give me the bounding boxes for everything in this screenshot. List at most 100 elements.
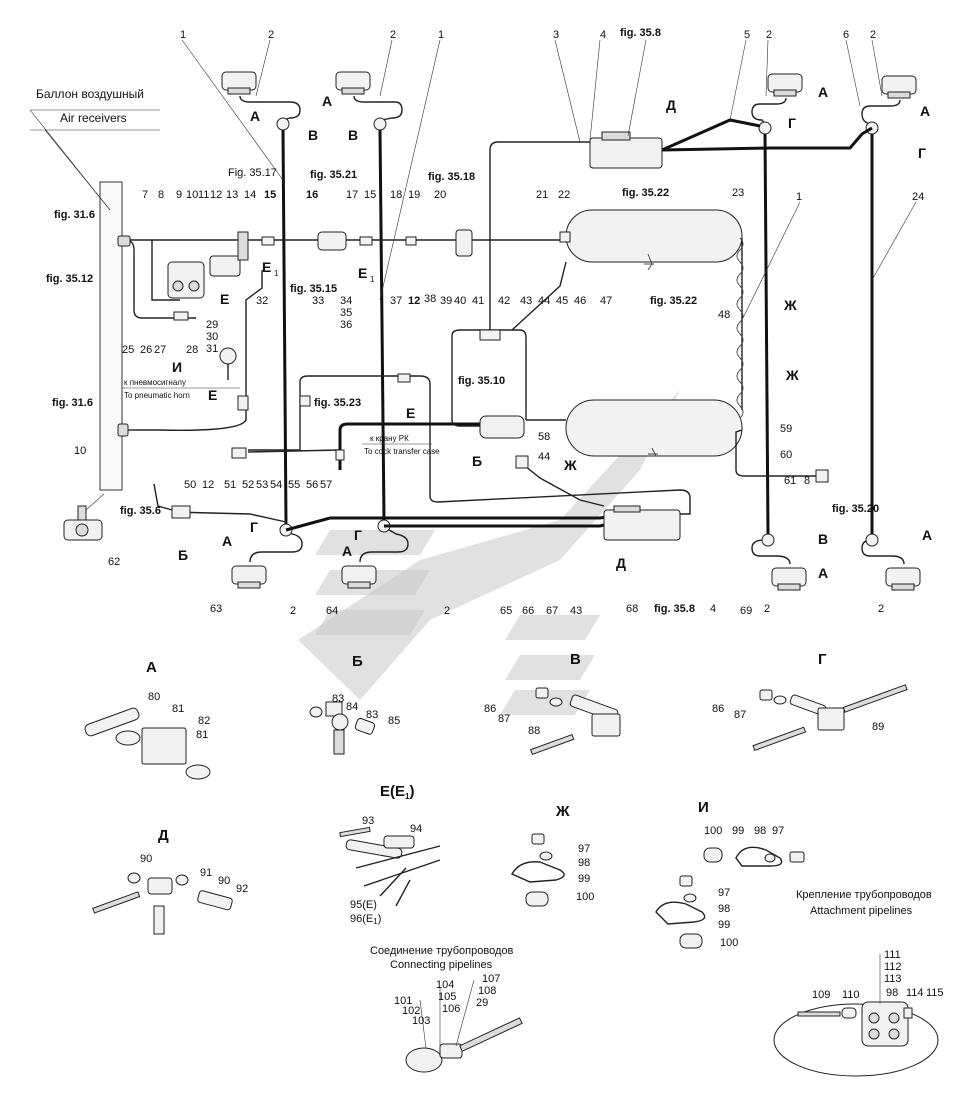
svg-text:100: 100: [704, 825, 722, 837]
svg-text:23: 23: [732, 187, 744, 199]
svg-text:98: 98: [718, 903, 730, 915]
svg-text:36: 36: [340, 319, 352, 331]
brake-chamber-rear-mid: [341, 565, 377, 589]
svg-text:10: 10: [186, 189, 198, 201]
receiver-label-ru: Баллон воздушный: [36, 87, 144, 101]
svg-text:113: 113: [884, 973, 902, 985]
svg-text:101: 101: [394, 995, 412, 1007]
svg-text:7: 7: [142, 189, 148, 201]
svg-text:109: 109: [812, 989, 830, 1001]
svg-text:4: 4: [710, 603, 716, 615]
section-title-G: Г: [818, 651, 827, 668]
receiver-upper: [565, 209, 743, 263]
svg-text:8: 8: [804, 475, 810, 487]
svg-text:35: 35: [340, 307, 352, 319]
svg-text:100: 100: [576, 891, 594, 903]
svg-text:25: 25: [122, 344, 134, 356]
svg-text:43: 43: [520, 295, 532, 307]
rk-note-ru: к крану РК: [370, 434, 409, 443]
detail-G: [752, 684, 908, 752]
svg-text:11: 11: [198, 189, 209, 201]
svg-text:53: 53: [256, 479, 268, 491]
svg-text:56: 56: [306, 479, 318, 491]
svg-text:87: 87: [498, 713, 510, 725]
horn-note-ru: к пневмосигналу: [124, 378, 186, 387]
detail-I: [655, 846, 805, 949]
svg-text:96(E1): 96(E1): [350, 913, 381, 926]
svg-text:63: 63: [210, 603, 222, 615]
valve-block-35-12: [167, 261, 205, 299]
receiver-label-en: Air receivers: [60, 111, 127, 125]
marker-Zh-2: Ж: [785, 367, 799, 383]
brake-chamber-rear-right-1: [771, 567, 807, 591]
marker-A-4: А: [920, 103, 930, 119]
svg-text:66: 66: [522, 605, 534, 617]
brake-chamber-rear-right-2: [885, 567, 921, 591]
frame-rail: [99, 181, 123, 491]
svg-text:68: 68: [626, 603, 638, 615]
marker-E1-1: Е: [262, 259, 271, 275]
svg-text:42: 42: [498, 295, 510, 307]
watermark: [298, 390, 680, 715]
svg-text:44: 44: [538, 295, 550, 307]
fig-35-22-mid: fig. 35.22: [650, 295, 697, 307]
fitting-35-21: [317, 231, 347, 251]
svg-text:3: 3: [553, 29, 559, 41]
tap-62: [63, 505, 103, 541]
svg-text:60: 60: [780, 449, 792, 461]
svg-text:15: 15: [364, 189, 376, 201]
marker-A-6: А: [342, 543, 352, 559]
svg-text:12: 12: [408, 295, 420, 307]
section-title-D: Д: [158, 827, 169, 844]
svg-text:2: 2: [878, 603, 884, 615]
svg-text:5: 5: [744, 29, 750, 41]
svg-text:38: 38: [424, 293, 436, 305]
svg-text:26: 26: [140, 344, 152, 356]
svg-text:83: 83: [366, 709, 378, 721]
svg-text:80: 80: [148, 691, 160, 703]
connect-caption-ru: Соединение трубопроводов: [370, 945, 513, 957]
rk-note-en: To cock transfer case: [364, 447, 440, 456]
detail-B: [530, 687, 621, 755]
svg-text:2: 2: [766, 29, 772, 41]
section-title-I: И: [698, 799, 709, 816]
marker-G-2: Г: [918, 145, 926, 161]
svg-text:4: 4: [600, 29, 606, 41]
marker-A-5: А: [222, 533, 232, 549]
brake-chamber-front-right-2: [881, 75, 917, 99]
svg-text:1: 1: [796, 191, 802, 203]
svg-text:32: 32: [256, 295, 268, 307]
svg-text:65: 65: [500, 605, 512, 617]
marker-B-1: В: [308, 127, 318, 143]
fig-35-23: fig. 35.23: [314, 397, 361, 409]
horn-note-en: To pneumatic horn: [124, 391, 190, 400]
marker-G-3: Г: [250, 519, 258, 535]
svg-text:69: 69: [740, 605, 752, 617]
svg-text:88: 88: [528, 725, 540, 737]
svg-text:2: 2: [268, 29, 274, 41]
svg-text:103: 103: [412, 1015, 430, 1027]
fig-35-17: Fig. 35.17: [228, 167, 277, 179]
svg-text:47: 47: [600, 295, 612, 307]
valve-35-10: [479, 415, 525, 439]
svg-text:59: 59: [780, 423, 792, 435]
svg-text:10: 10: [74, 445, 86, 457]
svg-text:31: 31: [206, 343, 218, 355]
svg-text:43: 43: [570, 605, 582, 617]
pedal: [153, 483, 173, 511]
valve-35-15: [209, 231, 249, 277]
svg-text:86: 86: [484, 703, 496, 715]
svg-text:90: 90: [218, 875, 230, 887]
marker-A-2: А: [322, 93, 332, 109]
fig-35-22-top: fig. 35.22: [622, 187, 669, 199]
svg-text:81: 81: [196, 729, 208, 741]
svg-text:98: 98: [578, 857, 590, 869]
svg-text:54: 54: [270, 479, 282, 491]
relay-valve-bottom: [603, 505, 681, 541]
attach-caption-ru: Крепление трубопроводов: [796, 889, 932, 901]
connect-caption-en: Connecting pipelines: [390, 959, 493, 971]
svg-text:27: 27: [154, 344, 166, 356]
svg-text:82: 82: [198, 715, 210, 727]
detail-Zh: [511, 833, 565, 907]
